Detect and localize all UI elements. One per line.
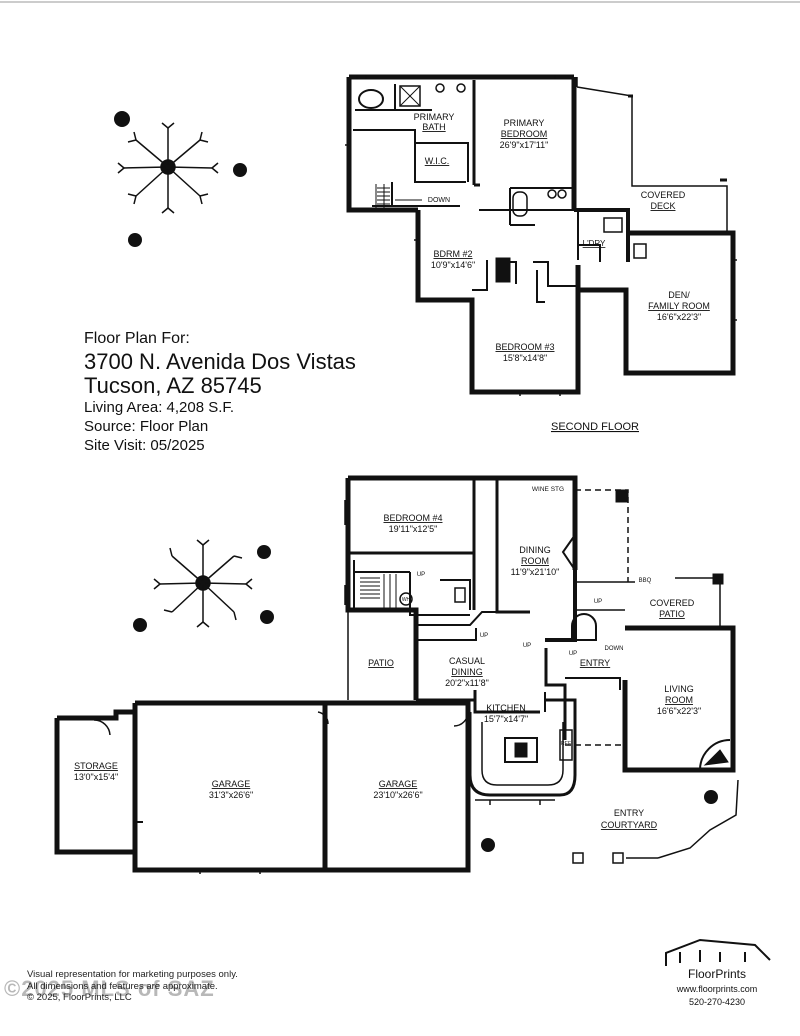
source: Source: Floor Plan bbox=[84, 418, 209, 435]
brand-website: www.floorprints.com bbox=[676, 984, 758, 994]
covered-deck-label-2: DECK bbox=[650, 201, 675, 211]
first-floor-plan bbox=[54, 475, 739, 874]
up-label-2: UP bbox=[523, 643, 531, 649]
garage2-dims: 23'10"x26'6" bbox=[373, 790, 422, 800]
casual-dining-dims: 20'2"x11'8" bbox=[445, 678, 489, 688]
living-room-label-2: ROOM bbox=[665, 695, 693, 705]
storage-label: STORAGE bbox=[74, 761, 118, 771]
stairs-up-label: UP bbox=[417, 572, 425, 578]
kitchen-label: KITCHEN bbox=[486, 703, 526, 713]
up-label-1: UP bbox=[480, 633, 488, 639]
up-label-3: UP bbox=[594, 599, 602, 605]
watermark: ©2025 MLS of SAZ bbox=[4, 976, 215, 1001]
laundry-label: L'DRY bbox=[583, 239, 606, 248]
bedroom3-dims: 15'8"x14'8" bbox=[503, 353, 547, 363]
den-label-2: FAMILY ROOM bbox=[648, 301, 710, 311]
garage1-label: GARAGE bbox=[212, 779, 251, 789]
brand-block: FloorPrints www.floorprints.com 520-270-… bbox=[661, 939, 773, 1007]
garage1-dims: 31'3"x26'6" bbox=[209, 790, 253, 800]
primary-bath-label: PRIMARY bbox=[414, 112, 455, 122]
primary-bath-label-2: BATH bbox=[422, 122, 445, 132]
den-dims: 16'6"x22'3" bbox=[657, 312, 701, 322]
tree-icon-upper bbox=[117, 122, 219, 214]
patio-label: PATIO bbox=[368, 658, 394, 668]
disclaimer-line-1: Visual representation for marketing purp… bbox=[27, 969, 238, 980]
site-visit: Site Visit: 05/2025 bbox=[84, 437, 205, 454]
bdrm2-dims: 10'9"x14'6" bbox=[431, 260, 475, 270]
brand-phone: 520-270-4230 bbox=[688, 997, 746, 1007]
tree-icon-lower bbox=[153, 539, 253, 628]
covered-deck-label: COVERED bbox=[641, 190, 686, 200]
entry-courtyard-label-2: COURTYARD bbox=[601, 820, 658, 830]
dining-room-label-2: ROOM bbox=[521, 556, 549, 566]
second-floor-plan bbox=[345, 74, 737, 396]
living-area: Living Area: 4,208 S.F. bbox=[84, 399, 235, 416]
up-label-4: UP bbox=[569, 651, 577, 657]
kitchen-dims: 15'7"x14'7" bbox=[484, 714, 528, 724]
bedroom4-label: BEDROOM #4 bbox=[383, 513, 442, 523]
address-street: 3700 N. Avenida Dos Vistas bbox=[84, 349, 356, 374]
refrigerator-label: REF bbox=[561, 741, 571, 747]
second-floor-title: SECOND FLOOR bbox=[551, 421, 639, 433]
casual-dining-label-2: DINING bbox=[451, 667, 483, 677]
storage-dims: 13'0"x15'4" bbox=[74, 772, 118, 782]
primary-bedroom-label: PRIMARY bbox=[504, 118, 545, 128]
bbq-label: BBQ bbox=[639, 578, 652, 584]
bedroom4-dims: 19'11"x12'5" bbox=[389, 524, 438, 534]
disclaimer-line-3: © 2025, FloorPrints, LLC bbox=[27, 992, 132, 1003]
living-room-dims: 16'6"x22'3" bbox=[657, 706, 701, 716]
casual-dining-label: CASUAL bbox=[449, 656, 485, 666]
down-label: DOWN bbox=[428, 197, 450, 204]
primary-bedroom-dims: 26'9"x17'11" bbox=[500, 140, 549, 150]
water-heater-label: WH bbox=[402, 597, 411, 603]
dining-room-label: DINING bbox=[519, 545, 551, 555]
covered-patio-label: COVERED bbox=[650, 598, 695, 608]
disclaimer-line-2: All dimensions and features are approxim… bbox=[27, 980, 218, 992]
floor-plan-for-label: Floor Plan For: bbox=[84, 330, 190, 347]
address-city: Tucson, AZ 85745 bbox=[84, 373, 262, 398]
bedroom3-label: BEDROOM #3 bbox=[495, 342, 554, 352]
den-label: DEN/ bbox=[668, 290, 690, 300]
down-label-first: DOWN bbox=[605, 646, 624, 652]
stairs-first-floor bbox=[360, 574, 397, 610]
living-room-label: LIVING bbox=[664, 684, 694, 694]
stairs-second-floor bbox=[377, 187, 422, 205]
bdrm2-label: BDRM #2 bbox=[433, 249, 472, 259]
floorprints-logo-icon bbox=[665, 938, 771, 966]
garage2-label: GARAGE bbox=[379, 779, 418, 789]
second-floor-labels: PRIMARY BATH W.I.C. PRIMARY BEDROOM 26'9… bbox=[414, 112, 710, 363]
disclaimer: Visual representation for marketing purp… bbox=[27, 969, 238, 1004]
dining-room-dims: 11'9"x21'10" bbox=[511, 567, 560, 577]
wine-storage-label: WINE STG bbox=[532, 486, 564, 493]
entry-label: ENTRY bbox=[580, 658, 610, 668]
wic-label: W.I.C. bbox=[425, 156, 450, 166]
property-info: Floor Plan For: 3700 N. Avenida Dos Vist… bbox=[84, 328, 356, 455]
brand-name: FloorPrints bbox=[687, 967, 746, 981]
entry-courtyard-label: ENTRY bbox=[614, 808, 644, 818]
first-floor-labels: BEDROOM #4 19'11"x12'5" WINE STG DINING … bbox=[74, 486, 701, 830]
primary-bedroom-label-2: BEDROOM bbox=[501, 129, 548, 139]
covered-patio-label-2: PATIO bbox=[659, 609, 685, 619]
shrub-icons bbox=[114, 111, 718, 852]
